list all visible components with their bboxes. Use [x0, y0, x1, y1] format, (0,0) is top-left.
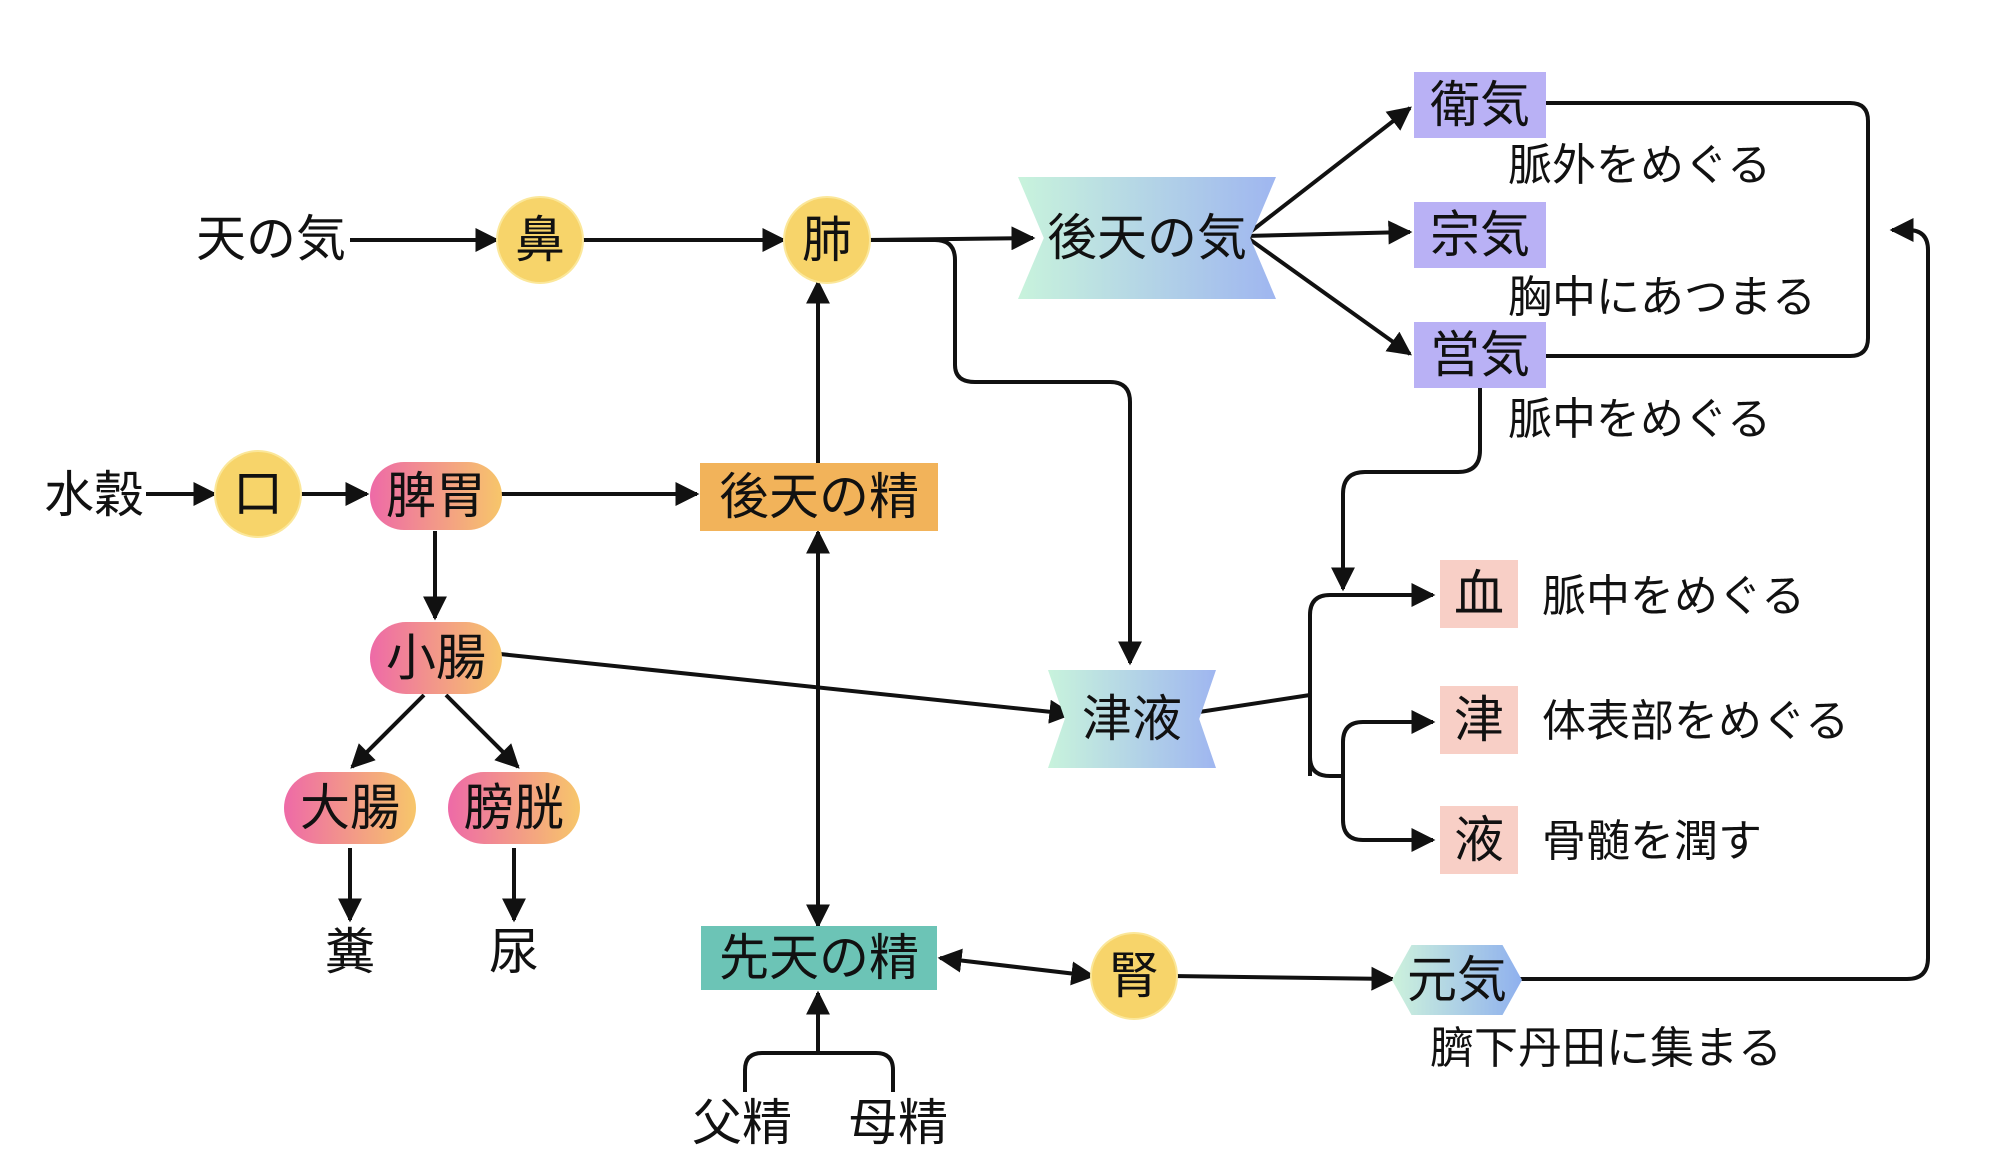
node-hai: 肺	[788, 201, 866, 279]
node-hii: 脾胃	[370, 462, 502, 530]
arrow-eiki-down	[1331, 378, 1482, 592]
arrow-branch-shin	[1341, 710, 1436, 776]
line-branch-bottom	[1308, 756, 1343, 778]
bracket-eki-eiki	[1546, 101, 1870, 358]
node-kuchi: 口	[219, 455, 297, 533]
node-souki: 宗気	[1414, 202, 1546, 268]
bracket-parents	[743, 1051, 895, 1092]
node-senten-no-sei: 先天の精	[701, 926, 937, 990]
node-bosei: 母精	[848, 1094, 948, 1152]
node-daichou: 大腸	[284, 772, 416, 844]
arrow-sentennosei-jin	[937, 948, 1096, 986]
line-shineki-split	[1185, 693, 1311, 716]
arrow-branch-eki	[1341, 776, 1436, 852]
node-shin: 津	[1440, 686, 1518, 754]
node-fusei: 父精	[692, 1094, 792, 1152]
node-boukou: 膀胱	[448, 772, 580, 844]
arrow-koutennoki-souki	[1244, 220, 1413, 245]
node-suikoku: 水穀	[44, 466, 144, 524]
arrow-koutennoki-eki	[1243, 106, 1412, 238]
note-eki: 脈外をめぐる	[1508, 140, 1772, 191]
node-jin: 腎	[1095, 937, 1173, 1015]
note-ketsu: 脈中をめぐる	[1542, 571, 1806, 622]
node-eiki: 営気	[1414, 322, 1546, 388]
node-genki: 元気	[1392, 945, 1522, 1015]
arrow-branch-ketsu	[1308, 583, 1436, 776]
node-eki-liquid: 液	[1440, 806, 1518, 874]
note-eiki: 脈中をめぐる	[1508, 394, 1772, 445]
arrow-shouchou-daichou	[350, 693, 426, 769]
arrow-shouchou-shineki	[499, 652, 1074, 724]
arrow-genki-up	[1506, 218, 1930, 981]
node-kouten-no-ki: 後天の気	[1018, 177, 1276, 299]
node-fun: 糞	[325, 923, 375, 981]
node-eki: 衛気	[1414, 72, 1546, 138]
node-kouten-no-sei: 後天の精	[700, 463, 938, 531]
node-hana: 鼻	[501, 201, 579, 279]
note-genki: 臍下丹田に集まる	[1430, 1023, 1782, 1074]
note-eki-liquid: 骨髄を潤す	[1542, 816, 1762, 867]
node-shouchou: 小腸	[370, 622, 502, 694]
node-nyou: 尿	[489, 923, 539, 981]
arrow-hai-shineki	[866, 238, 1142, 666]
arrow-koutennoki-eiki	[1243, 234, 1412, 356]
arrow-jin-genki	[1171, 966, 1396, 991]
note-shin: 体表部をめぐる	[1542, 696, 1850, 747]
note-souki: 胸中にあつまる	[1508, 272, 1816, 323]
arrow-shouchou-boukou	[444, 693, 520, 769]
node-ketsu: 血	[1440, 560, 1518, 628]
node-ten-no-ki: 天の気	[196, 210, 346, 268]
node-shineki: 津液	[1048, 670, 1216, 768]
